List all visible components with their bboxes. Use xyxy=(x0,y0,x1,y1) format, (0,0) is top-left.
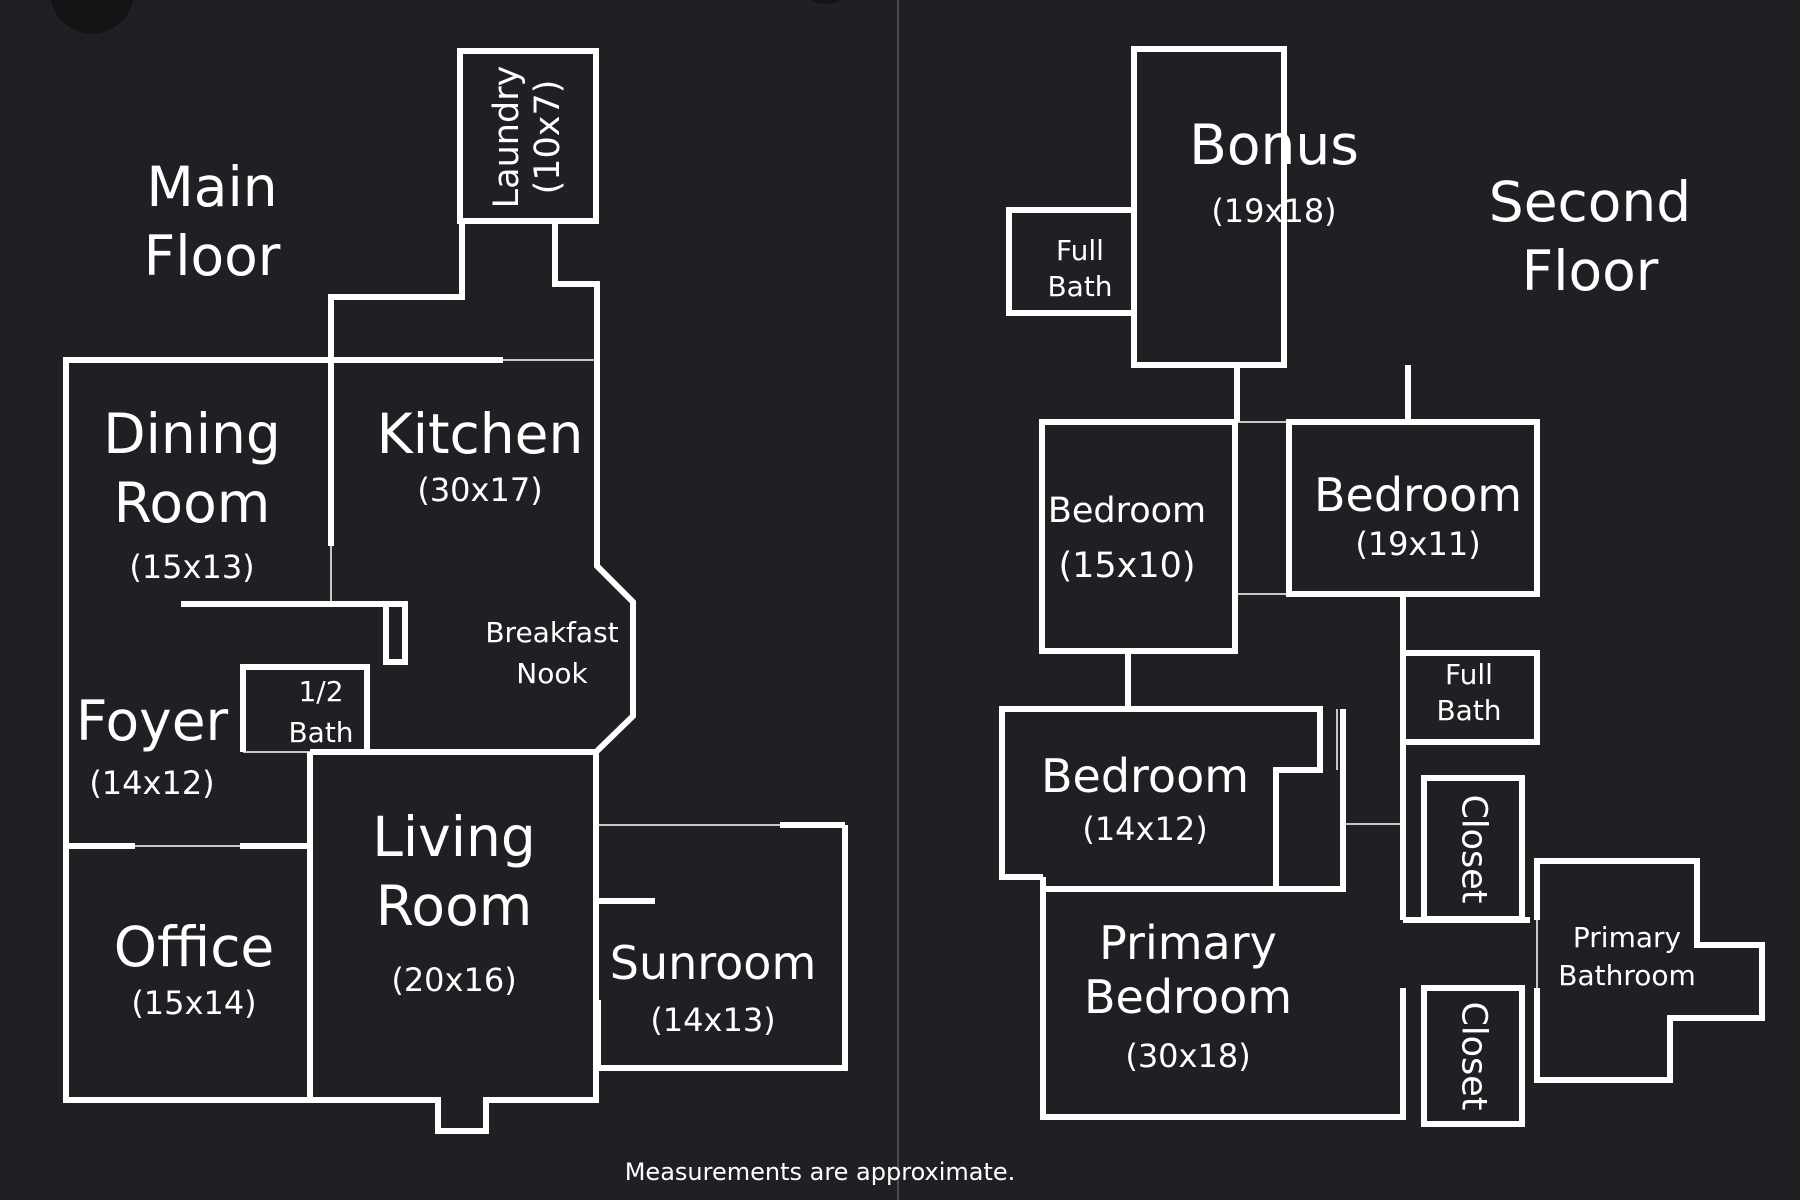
office-label: Office (15x14) xyxy=(113,915,275,1022)
primary-bedroom-label: Primary Bedroom (30x18) xyxy=(1083,916,1293,1075)
closet-upper-wall xyxy=(1421,775,1525,922)
living-wall xyxy=(310,752,599,1134)
bedroom-lower-label: Bedroom (14x12) xyxy=(1040,749,1250,848)
second-floor-title: Second Floor xyxy=(1488,170,1692,303)
outer-wall xyxy=(63,357,503,1103)
primary-bathroom-label: Primary Bathroom xyxy=(1558,921,1696,992)
bonus-label: Bonus (19x18) xyxy=(1189,113,1359,230)
full-bath-mid-label: Full Bath xyxy=(1436,658,1502,727)
dining-room-label: Dining Room (15x13) xyxy=(103,402,281,586)
half-bath-wall xyxy=(240,664,596,755)
breakfast-nook-label: Breakfast Nook xyxy=(485,616,619,690)
full-bath-mid-wall xyxy=(1403,650,1540,745)
bedroom-lower-wall xyxy=(1040,709,1346,892)
passage-wall xyxy=(328,221,465,360)
corner-circle xyxy=(50,0,134,34)
kitchen-label: Kitchen (30x17) xyxy=(376,402,584,509)
second-floor-walls xyxy=(999,46,1765,1127)
laundry-label: Laundry (10x7) xyxy=(487,65,568,209)
bedroom-right-wall xyxy=(1286,419,1540,597)
corner-circle xyxy=(810,0,842,4)
passage-wall xyxy=(552,221,600,360)
closet-lower-label: Closet xyxy=(1453,1001,1494,1111)
full-bath-top-label: Full Bath xyxy=(1047,234,1113,303)
foyer-label: Foyer (14x12) xyxy=(75,689,229,802)
main-floor-title: Main Floor xyxy=(143,155,281,288)
sunroom-label: Sunroom (14x13) xyxy=(609,936,817,1039)
kitchen-outer-wall xyxy=(593,360,636,755)
closet-lower-wall xyxy=(1421,985,1525,1127)
second-floor-openings xyxy=(1042,215,1760,1081)
bedroom-left-wall xyxy=(1039,419,1238,654)
living-room-label: Living Room (20x16) xyxy=(372,805,536,999)
main-floor-openings xyxy=(65,220,846,1065)
dining-partition xyxy=(181,601,408,665)
bedroom-left-label: Bedroom (15x10) xyxy=(1047,491,1207,586)
bedroom-right-label: Bedroom (19x11) xyxy=(1313,468,1523,563)
measurements-footnote: Measurements are approximate. xyxy=(624,1158,1016,1186)
half-bath-label: 1/2 Bath xyxy=(288,675,354,749)
closet-upper-label: Closet xyxy=(1453,794,1494,904)
